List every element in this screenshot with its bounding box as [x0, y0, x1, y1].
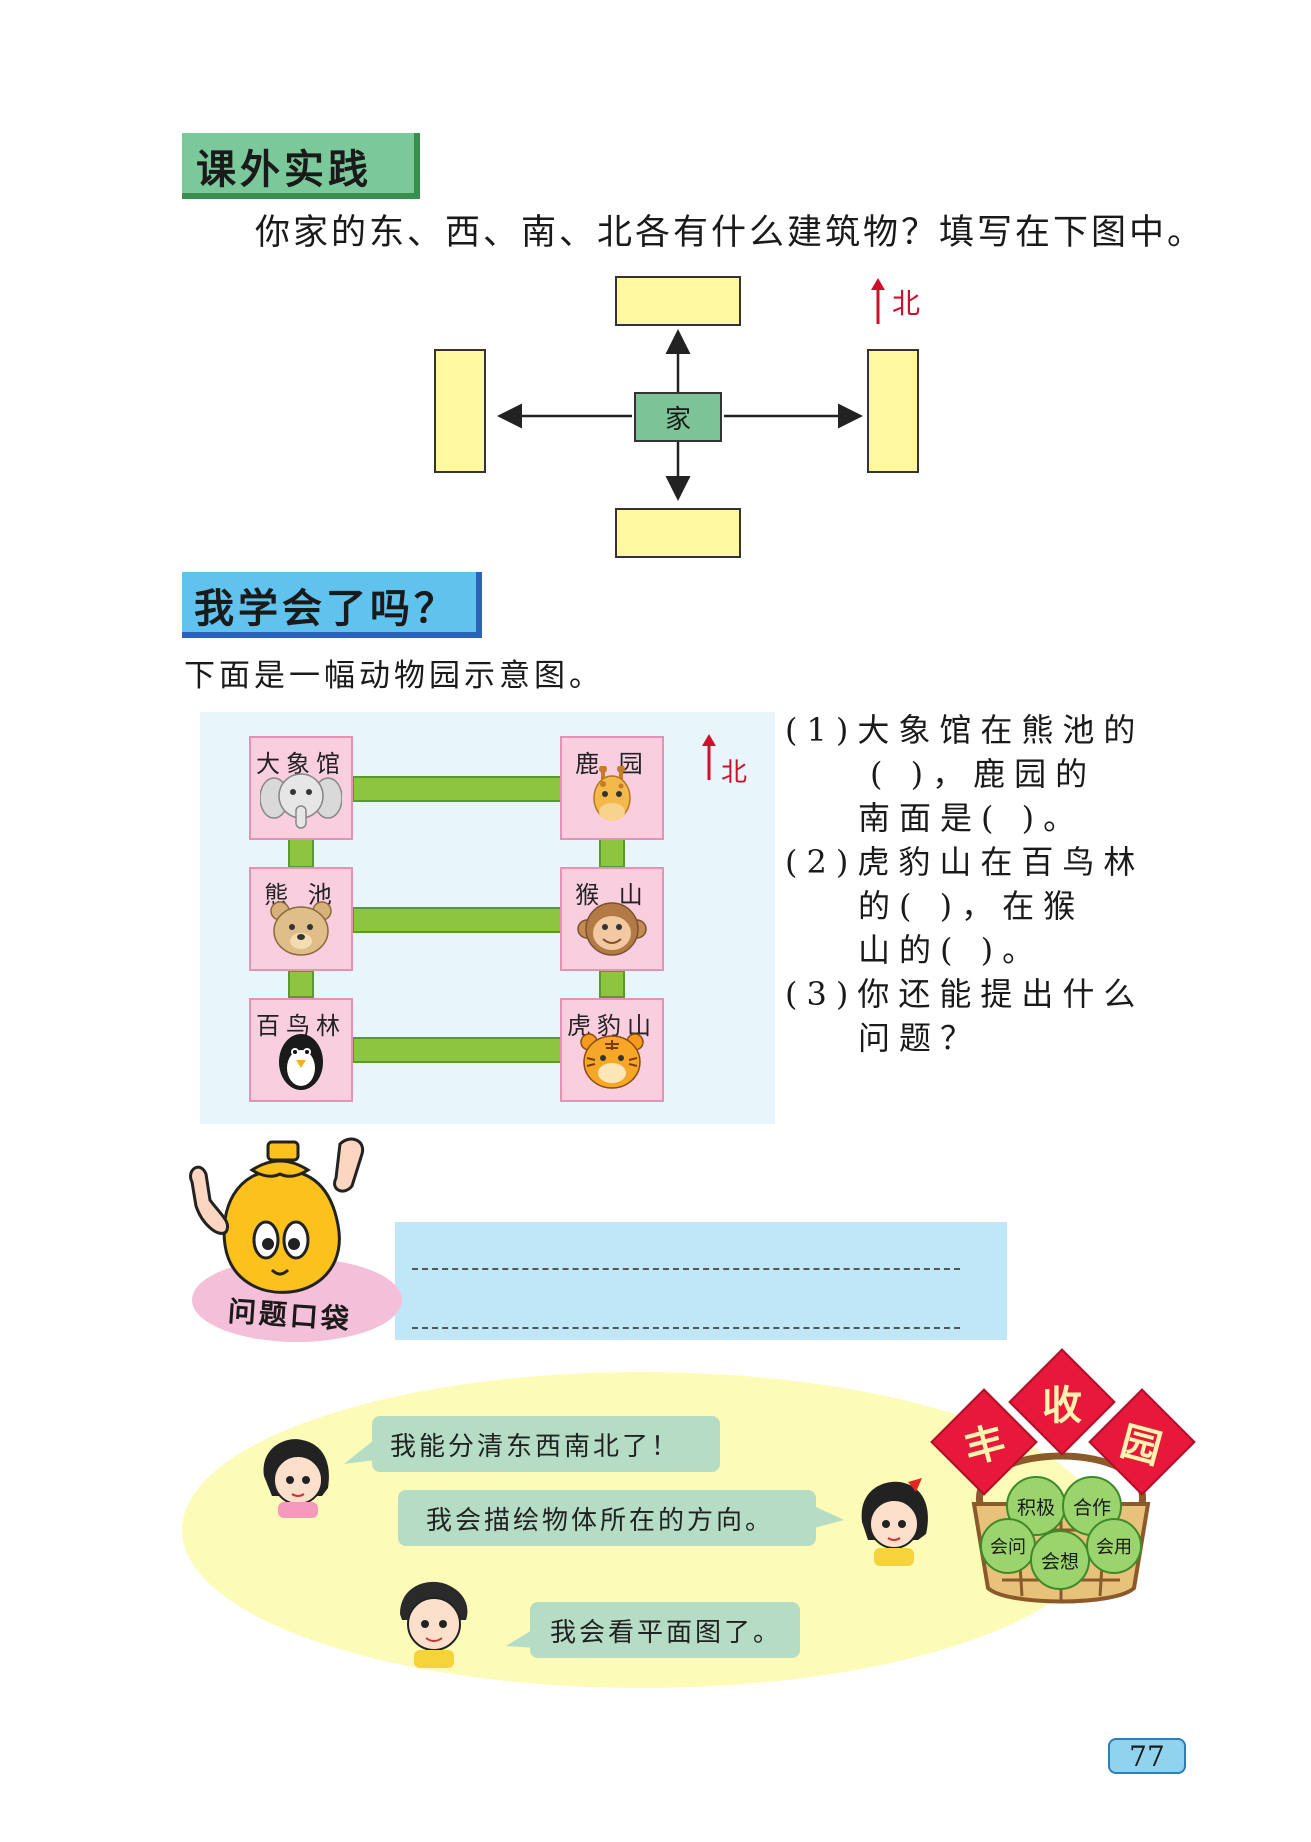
speech-bubble-3: 我会看平面图了。 — [530, 1602, 800, 1658]
apple-1-text: 积极 — [1016, 1496, 1055, 1519]
answer-line-2[interactable] — [412, 1327, 960, 1329]
zoo-cell-monkey: 猴 山 — [560, 867, 664, 971]
pocket-answer-area — [395, 1222, 1007, 1340]
apple-2-text: 合作 — [1072, 1496, 1111, 1519]
path-monkey-tiger — [599, 970, 625, 998]
zoo-cell-tiger: 虎豹山 — [560, 998, 664, 1102]
monkey-icon — [577, 902, 647, 956]
path-elephant-deer — [352, 776, 564, 802]
page-number: 77 — [1108, 1738, 1186, 1774]
home-label: 家 — [664, 404, 691, 435]
west-building-box[interactable] — [434, 349, 486, 473]
girl-2-avatar — [861, 1478, 928, 1566]
page-number-text: 77 — [1129, 1739, 1165, 1773]
tiger-icon — [580, 1033, 644, 1089]
section-heading-review: 我学会了吗？ — [182, 572, 482, 638]
apple-5: 会用 — [1086, 1518, 1142, 1574]
path-elephant-bear — [288, 838, 314, 868]
speech-bubble-1-text: 我能分清东西南北了！ — [390, 1431, 681, 1462]
zoo-cell-bear: 熊 池 — [249, 867, 353, 971]
home-box: 家 — [634, 392, 722, 442]
section-heading-review-text: 我学会了吗？ — [194, 586, 458, 632]
path-deer-monkey — [599, 838, 625, 868]
section-heading-practice-text: 课外实践 — [196, 147, 372, 193]
answer-line-1[interactable] — [412, 1268, 960, 1270]
zoo-north-arrow-icon — [702, 734, 716, 780]
question-1-line-3: 南面是( )。 — [858, 799, 1085, 837]
zoo-label-deer: 鹿 园 — [575, 750, 649, 778]
question-1-line-1: (1)大象馆在熊池的 — [785, 711, 1145, 749]
question-3-line-2: 问题？ — [858, 1019, 982, 1057]
apple-5-text: 会用 — [1096, 1537, 1132, 1558]
bubble-tails — [344, 1440, 844, 1648]
section-heading-practice: 课外实践 — [182, 133, 420, 199]
pocket-mascot-icon — [189, 1137, 365, 1294]
path-bear-monkey — [352, 907, 564, 933]
penguin-icon — [279, 1034, 323, 1090]
apple-3-text: 会问 — [990, 1537, 1026, 1558]
east-building-box[interactable] — [867, 349, 919, 473]
practice-instruction: 你家的东、西、南、北各有什么建筑物？填写在下图中。 — [255, 213, 1206, 253]
question-3-line-1: (3)你还能提出什么 — [785, 975, 1145, 1013]
zoo-cell-elephant: 大象馆 — [249, 736, 353, 840]
bear-icon — [270, 901, 332, 956]
boy-avatar — [400, 1581, 468, 1668]
question-2-line-2: 的( )，在猴 — [858, 887, 1085, 925]
harvest-flag-2-text: 收 — [1042, 1383, 1082, 1429]
zoo-cell-deer: 鹿 园 — [560, 736, 664, 840]
north-building-box[interactable] — [615, 276, 741, 326]
zoo-north-label: 北 — [721, 758, 748, 788]
pocket-label: 问题口袋 — [226, 1294, 353, 1337]
zoo-label-elephant: 大象馆 — [256, 750, 346, 778]
elephant-icon — [260, 773, 342, 829]
direction-diagram — [497, 329, 863, 501]
south-building-box[interactable] — [615, 508, 741, 558]
zoo-cell-birds: 百鸟林 — [249, 998, 353, 1102]
girl-1-avatar — [263, 1439, 329, 1518]
question-1-line-2: ( )，鹿园的 — [870, 755, 1097, 793]
north-label: 北 — [892, 287, 921, 320]
path-birds-tiger — [352, 1037, 564, 1063]
giraffe-icon — [593, 766, 631, 821]
question-2-line-1: (2)虎豹山在百鸟林 — [785, 843, 1145, 881]
speech-bubble-2-text: 我会描绘物体所在的方向。 — [426, 1505, 775, 1536]
review-intro: 下面是一幅动物园示意图。 — [184, 658, 604, 694]
speech-bubble-3-text: 我会看平面图了。 — [550, 1617, 783, 1648]
question-2-line-3: 山的( )。 — [858, 931, 1044, 969]
speech-bubble-1: 我能分清东西南北了！ — [372, 1416, 720, 1472]
path-bear-birds — [288, 970, 314, 998]
speech-bubble-2: 我会描绘物体所在的方向。 — [398, 1490, 816, 1546]
apple-4-text: 会想 — [1040, 1550, 1079, 1573]
apple-3: 会问 — [980, 1518, 1036, 1574]
apple-4: 会想 — [1030, 1530, 1090, 1590]
north-arrow-icon — [871, 278, 885, 324]
